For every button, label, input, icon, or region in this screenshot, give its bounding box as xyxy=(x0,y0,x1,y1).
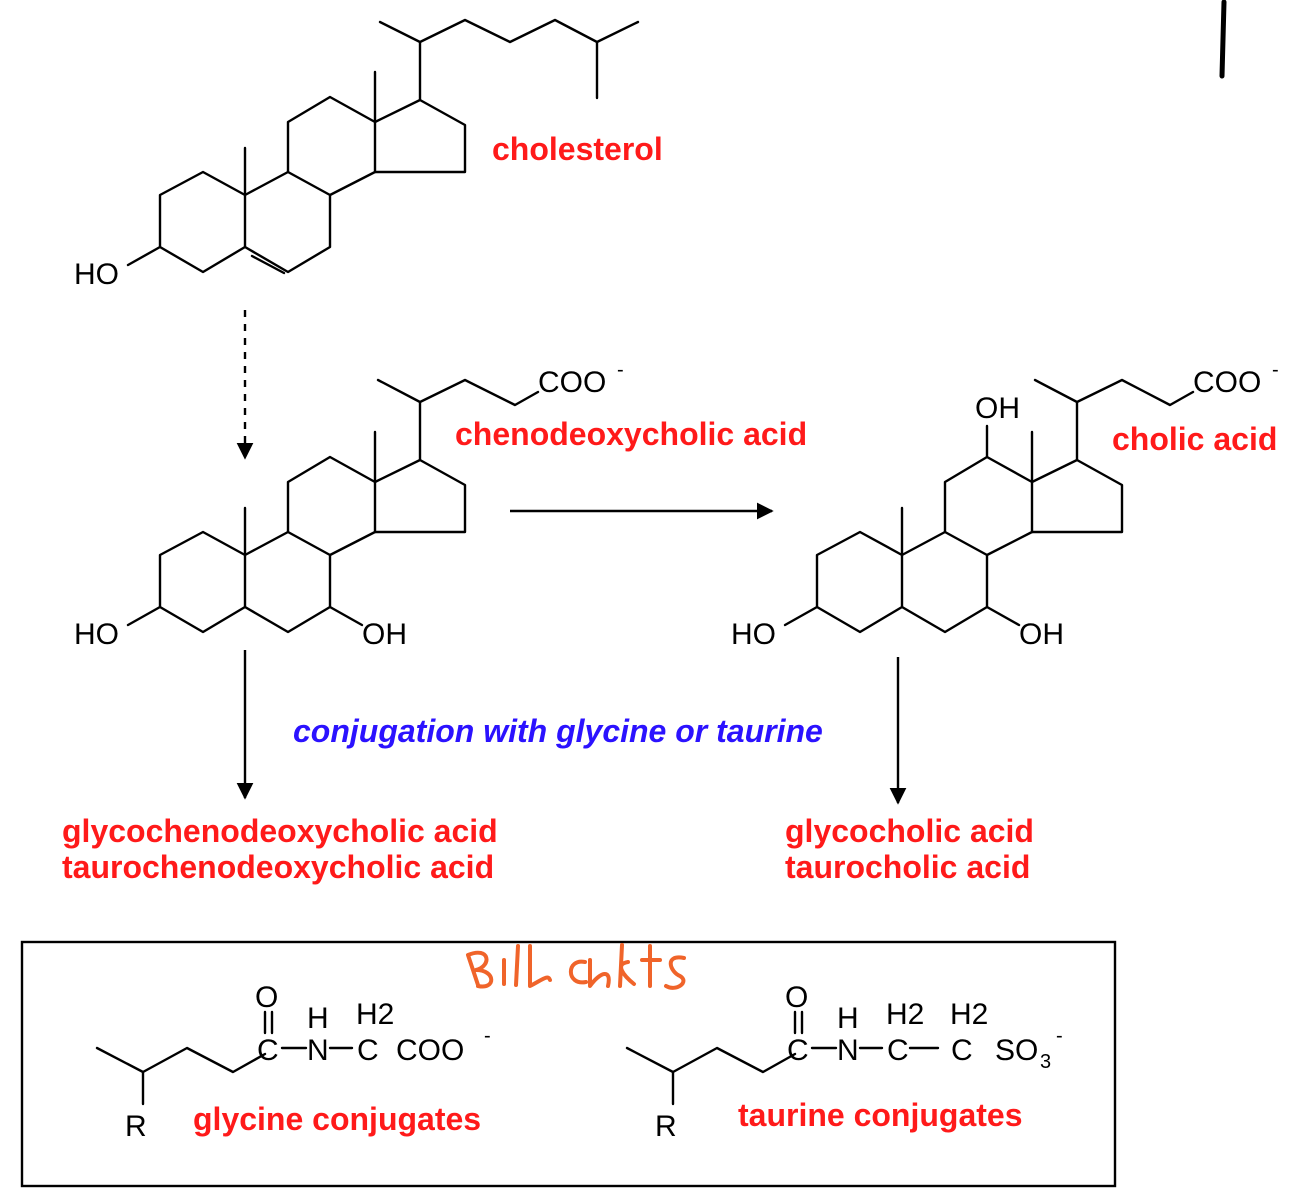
atom-n: N xyxy=(307,1034,329,1067)
carboxylate-label: COO xyxy=(538,366,606,399)
hydroxyl-label: HO xyxy=(74,258,119,291)
product-right-line1: glycocholic acid xyxy=(785,813,1034,849)
taurine-conjugates-label: taurine conjugates xyxy=(738,1097,1023,1133)
hydroxyl-7-label: OH xyxy=(362,618,407,651)
atom-c: C xyxy=(787,1034,809,1067)
cholesterol-label: cholesterol xyxy=(492,131,663,167)
atom-o: O xyxy=(255,981,278,1014)
charge-minus: - xyxy=(1272,359,1279,381)
atom-h: H xyxy=(837,1002,859,1035)
carboxylate-label: COO xyxy=(1193,366,1261,399)
charge-minus: - xyxy=(484,1025,491,1047)
carboxylate-label: COO xyxy=(396,1034,464,1067)
cholesterol-structure: HO cholesterol xyxy=(74,18,663,291)
sulfonate-label: SO xyxy=(995,1034,1038,1067)
cholic-acid-structure: HO OH OH COO - cholic acid xyxy=(731,359,1279,651)
charge-minus: - xyxy=(617,359,624,381)
product-left-line1: glycochenodeoxycholic acid xyxy=(62,813,498,849)
r-group: R xyxy=(125,1110,147,1143)
cholic-acid-label: cholic acid xyxy=(1112,421,1277,457)
product-left-line2: taurochenodeoxycholic acid xyxy=(62,849,494,885)
atom-h2: H2 xyxy=(886,998,924,1031)
r-group: R xyxy=(655,1110,677,1143)
atom-c: C xyxy=(951,1034,973,1067)
atom-h: H xyxy=(307,1002,329,1035)
atom-n: N xyxy=(837,1034,859,1067)
conjugates-box xyxy=(20,940,1117,1188)
atom-o: O xyxy=(785,981,808,1014)
subscript-3: 3 xyxy=(1040,1051,1051,1073)
hydroxyl-12-label: OH xyxy=(975,392,1020,425)
hydroxyl-3-label: HO xyxy=(731,618,776,651)
chenodeoxycholic-label: chenodeoxycholic acid xyxy=(455,416,807,452)
hydroxyl-3-label: HO xyxy=(74,618,119,651)
product-right-line2: taurocholic acid xyxy=(785,849,1030,885)
handwritten-stroke xyxy=(1219,0,1227,79)
glycine-conjugate-structure: O C H N H2 C COO - R glycine conjugates xyxy=(95,981,491,1143)
atom-h2: H2 xyxy=(950,998,988,1031)
charge-minus: - xyxy=(1056,1025,1063,1047)
chenodeoxycholic-structure: HO OH COO - chenodeoxycholic acid xyxy=(74,359,807,651)
atom-h2: H2 xyxy=(356,998,394,1031)
atom-c: C xyxy=(257,1034,279,1067)
hydroxyl-7-label: OH xyxy=(1019,618,1064,651)
atom-c: C xyxy=(357,1034,379,1067)
glycine-conjugates-label: glycine conjugates xyxy=(193,1101,481,1137)
taurine-conjugate-structure: O C H N H2 C H2 C SO 3 - R taurine conju… xyxy=(625,981,1063,1143)
conjugation-note: conjugation with glycine or taurine xyxy=(293,713,823,749)
atom-c: C xyxy=(887,1034,909,1067)
handwritten-note xyxy=(466,943,686,990)
